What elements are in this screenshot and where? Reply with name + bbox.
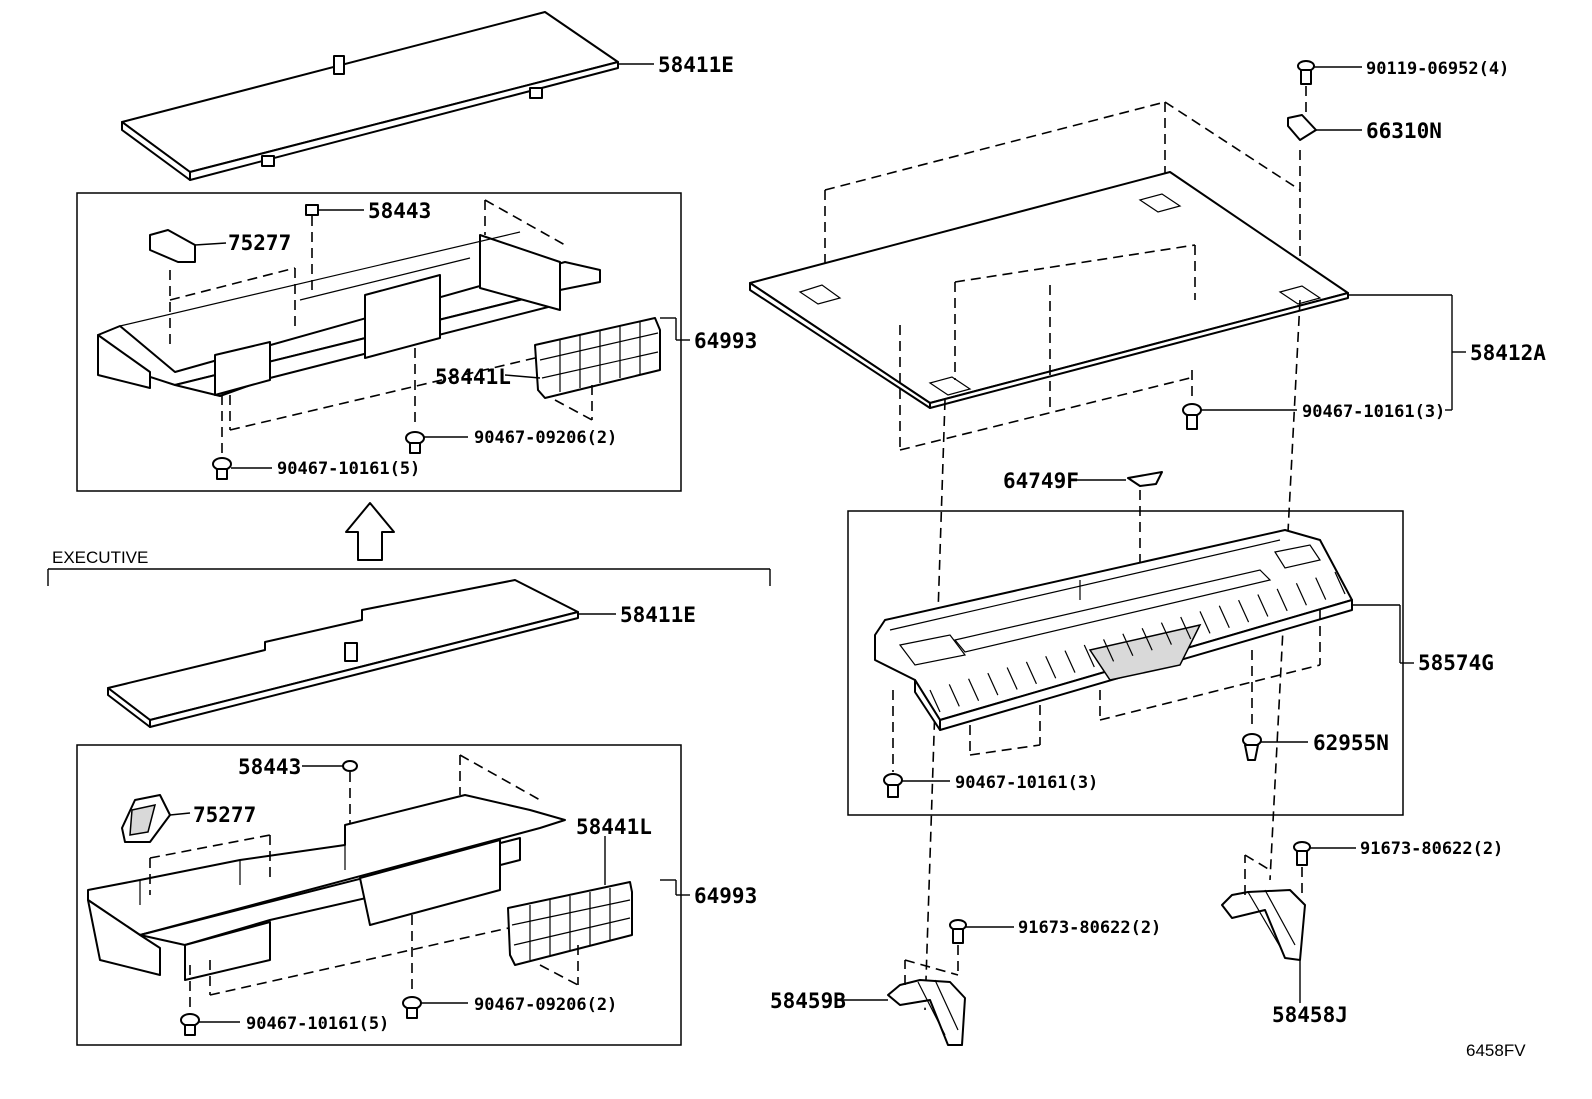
arrow-up-icon [345, 502, 395, 561]
label-bolt-left: 91673-80622(2) [1018, 918, 1161, 938]
label-hook-upper: 75277 [228, 231, 291, 255]
label-clip-upper: 58443 [368, 199, 431, 223]
label-deck-board: 58412A [1470, 341, 1546, 365]
tray-cover-lower [107, 579, 579, 728]
upper-assembly-box [76, 192, 682, 492]
lid-lower [507, 881, 633, 966]
label-lid-upper: 58441L [435, 365, 511, 389]
hook-lower-icon [121, 794, 171, 843]
tray-lower [87, 794, 566, 981]
fastener-scuff-icon [1242, 733, 1262, 761]
bolt-top-icon [1297, 60, 1315, 85]
label-lid-lower: 58441L [576, 815, 652, 839]
scuff-rib [968, 678, 980, 702]
clip-upper-icon [305, 204, 364, 216]
label-tray-upper: 64993 [694, 329, 757, 353]
hook-upper-icon [149, 229, 227, 263]
scuff-rib [1025, 661, 1037, 685]
figure-code: 6458FV [1466, 1041, 1526, 1060]
label-hook-lower: 75277 [193, 803, 256, 827]
scuff-rib [987, 672, 999, 696]
scuff-rib [1141, 627, 1153, 651]
label-clip-a-upper: 90467-09206(2) [474, 428, 617, 448]
tray-cover-upper [121, 11, 619, 181]
lid-upper [534, 317, 661, 399]
scuff-rib [1199, 611, 1211, 634]
label-clip-b-upper: 90467-10161(5) [277, 459, 420, 479]
label-bolt-right: 91673-80622(2) [1360, 839, 1503, 859]
bracket-left [887, 979, 966, 1046]
tray-upper [97, 231, 601, 397]
scuff-rib [1334, 571, 1346, 595]
label-clip-b-lower: 90467-10161(5) [246, 1014, 389, 1034]
scuff-rib [1083, 644, 1095, 668]
label-fastener-scuff: 62955N [1313, 731, 1389, 755]
label-clip-scuff: 90467-10161(3) [955, 773, 1098, 793]
clip-scuff-icon [883, 773, 903, 798]
scuff-rib [1045, 656, 1057, 679]
scuff-rib [948, 684, 960, 707]
bolt-left-icon [949, 919, 967, 944]
label-tray-lower: 64993 [694, 884, 757, 908]
label-bolt-top: 90119-06952(4) [1366, 59, 1509, 79]
label-nut-top: 66310N [1366, 119, 1442, 143]
label-bracket-left: 58459B [770, 989, 846, 1013]
scuff-rib [1006, 667, 1018, 690]
clip-a-upper-icon [405, 431, 425, 454]
section-label-executive: EXECUTIVE [52, 548, 148, 567]
clip-b-lower-icon [180, 1013, 200, 1036]
scuff-rib [1238, 599, 1250, 623]
scuff-rib [1295, 582, 1307, 606]
label-clip-a-lower: 90467-09206(2) [474, 995, 617, 1015]
scuff-rib [929, 689, 941, 713]
clip-deck-icon [1182, 403, 1202, 430]
clip-b-upper-icon [212, 457, 232, 480]
bolt-right-icon [1293, 841, 1311, 866]
deck-board [749, 171, 1349, 409]
scuff-rib [1257, 594, 1269, 617]
clip-a-lower-icon [402, 996, 422, 1019]
scuff-rib [1103, 639, 1115, 662]
label-clip-deck: 90467-10161(3) [1302, 402, 1445, 422]
scuff-rib [1276, 588, 1288, 612]
label-bracket-right: 58458J [1272, 1003, 1348, 1027]
scuff-plate-ribs [929, 571, 1346, 713]
scuff-rib [1315, 577, 1327, 600]
tag-icon [1127, 471, 1163, 487]
label-clip-lower: 58443 [238, 755, 301, 779]
scuff-rib [1064, 650, 1076, 673]
nut-top-icon [1287, 114, 1317, 141]
label-tray-cover-upper: 58411E [658, 53, 734, 77]
scuff-rib [1122, 633, 1134, 657]
scuff-rib [1180, 616, 1192, 640]
scuff-rib [1218, 605, 1230, 628]
bracket-right [1221, 889, 1306, 961]
scuff-plate [874, 529, 1353, 731]
clip-lower-icon [342, 760, 358, 772]
scuff-rib [1160, 622, 1172, 645]
label-scuff-plate: 58574G [1418, 651, 1494, 675]
label-tray-cover-lower: 58411E [620, 603, 696, 627]
label-tag: 64749F [1003, 469, 1079, 493]
